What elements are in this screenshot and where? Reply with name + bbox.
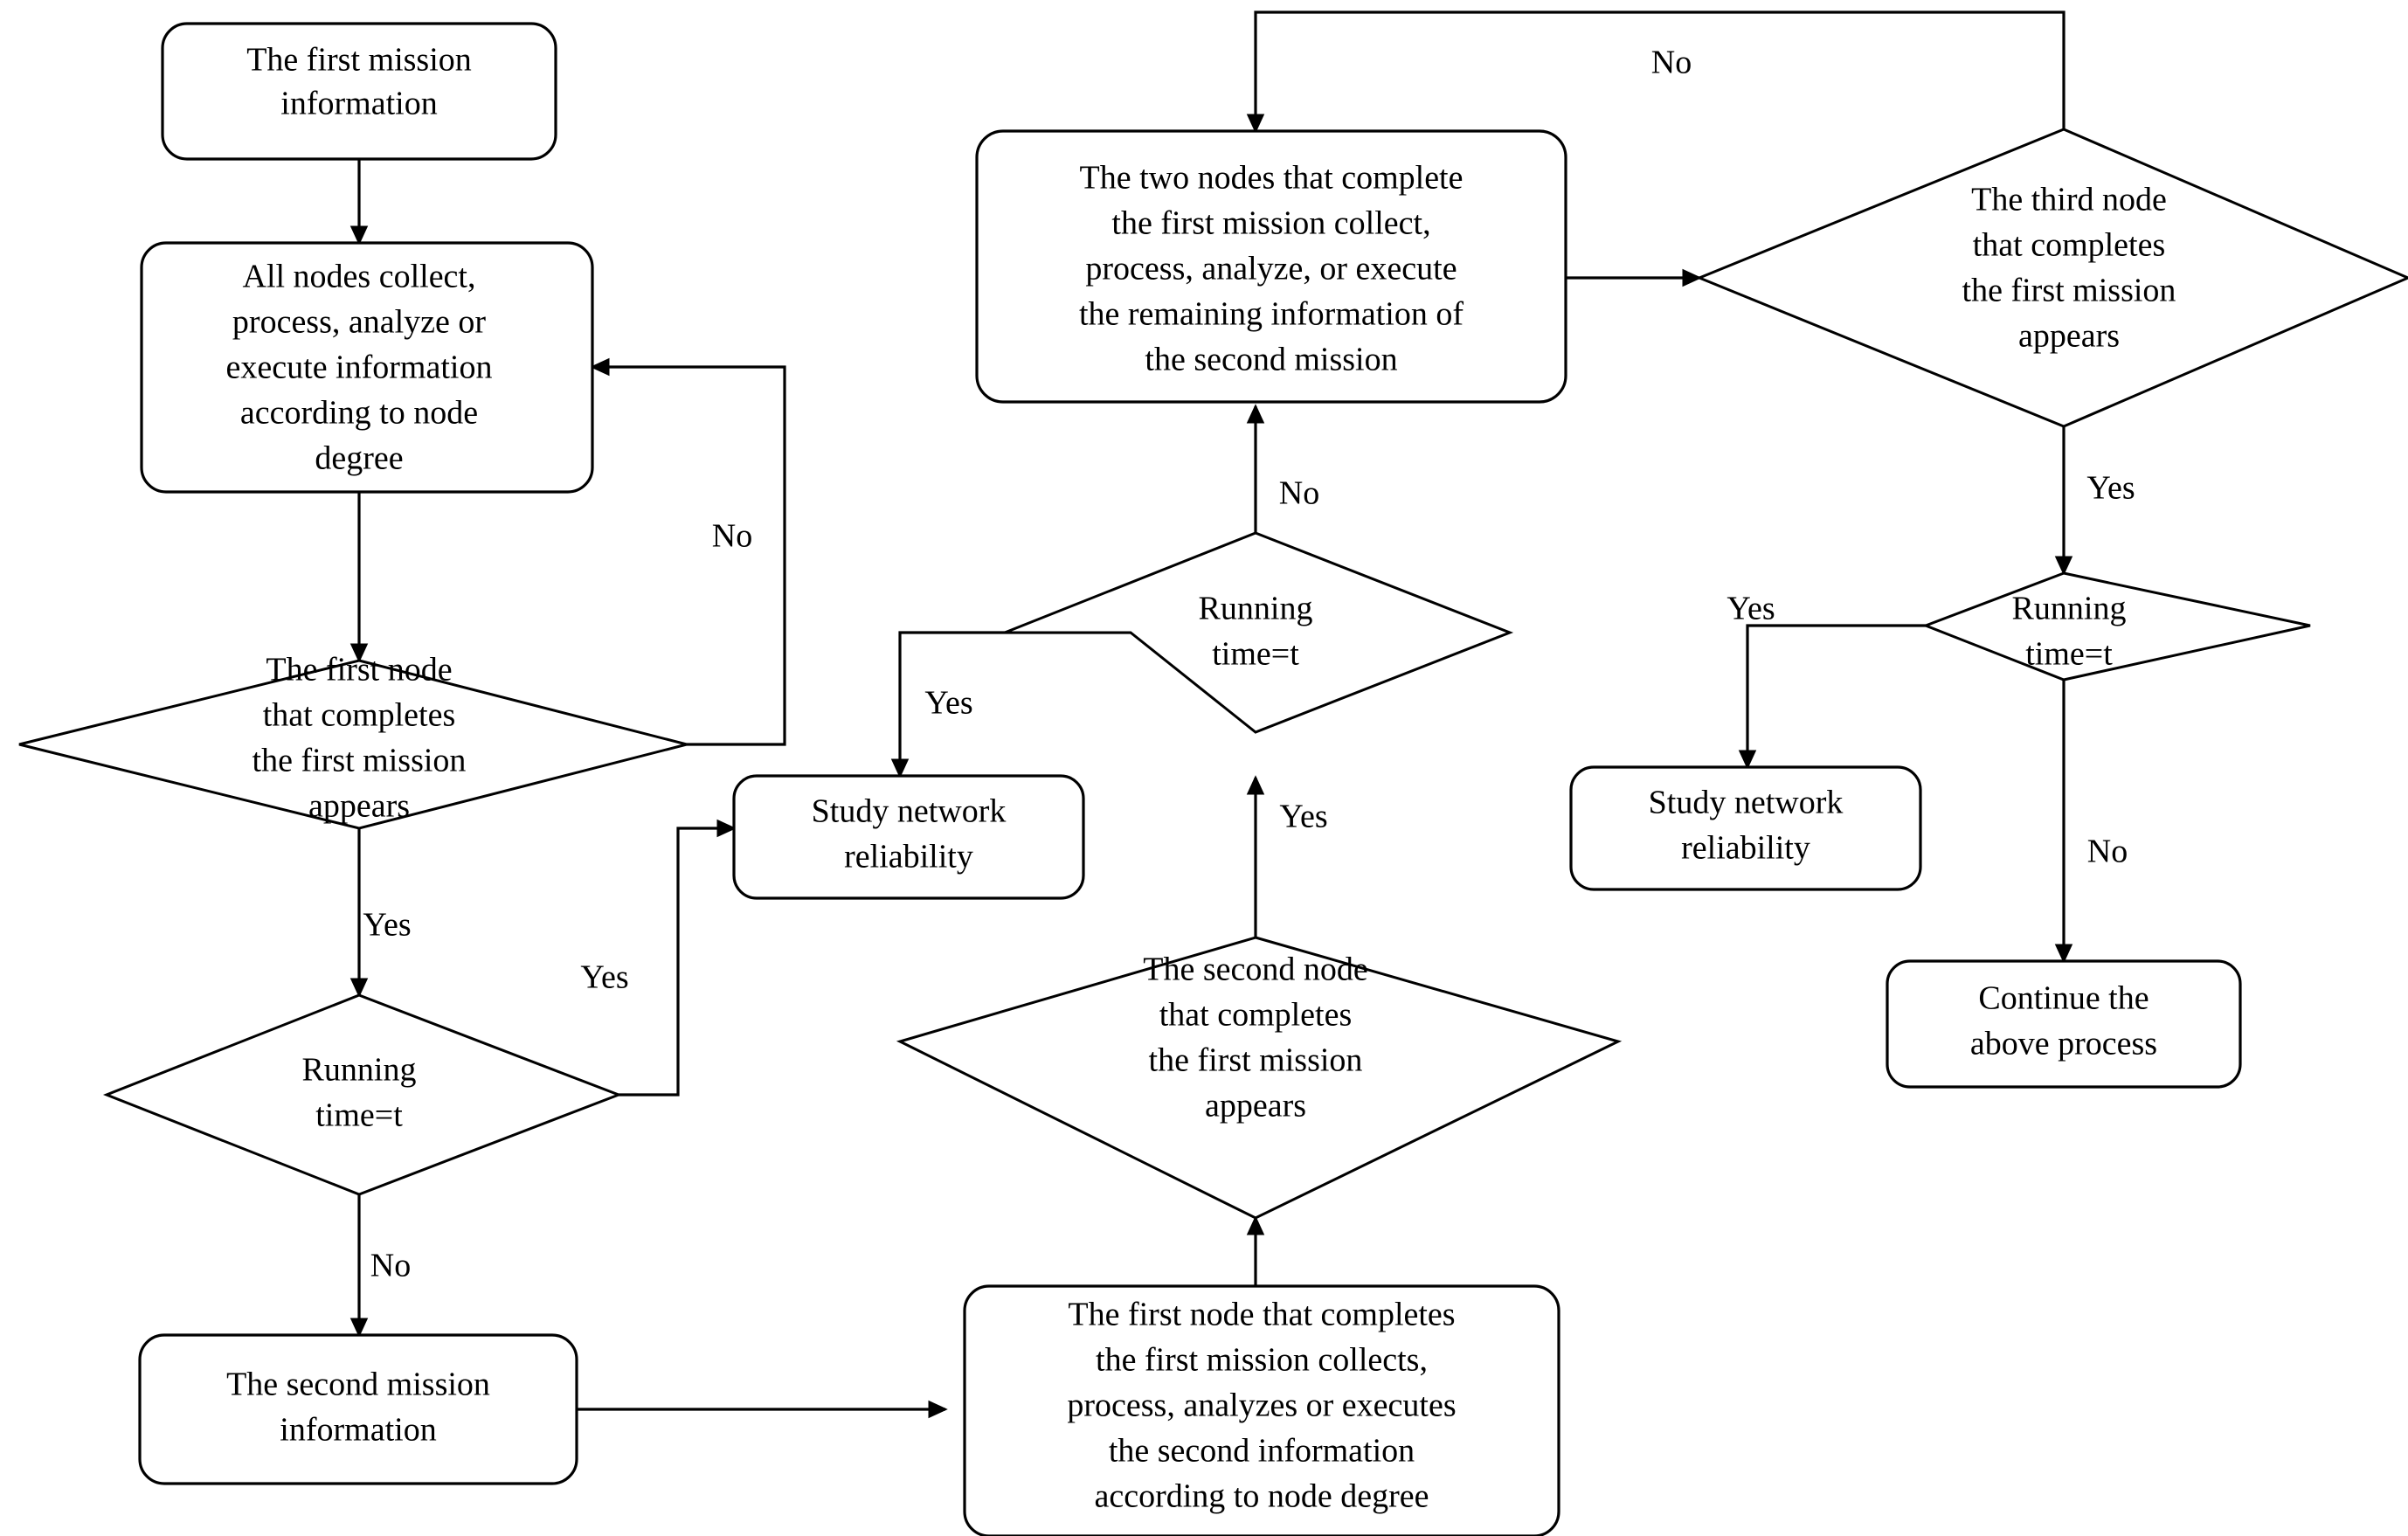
node-label-line: Continue the bbox=[1978, 980, 2149, 1017]
node-running-time-left[interactable]: Running time=t bbox=[102, 993, 623, 1196]
node-label-line: The two nodes that complete bbox=[1080, 160, 1463, 197]
edge-label-no-running-right: No bbox=[2087, 834, 2128, 870]
node-label-line: The third node bbox=[1971, 182, 2167, 218]
node-label-line: process, analyzes or executes bbox=[1067, 1387, 1456, 1424]
node-shape-rounded-rect bbox=[732, 774, 1085, 900]
node-shape-rounded-rect bbox=[1886, 959, 2242, 1089]
node-shape-diamond bbox=[1696, 128, 2408, 428]
edge-running-time-left-yes-to-study-reliability bbox=[619, 819, 737, 1097]
node-first-mission-information[interactable]: The first mission information bbox=[161, 22, 557, 161]
node-shape-diamond bbox=[102, 993, 623, 1196]
edge-label-yes-third-node: Yes bbox=[2086, 470, 2135, 507]
node-label-line: process, analyze, or execute bbox=[1085, 251, 1457, 287]
edge-label-no-third-node-loop: No bbox=[1651, 45, 1692, 81]
node-label-line: information bbox=[280, 1412, 436, 1449]
node-label-line: appears bbox=[1205, 1088, 1306, 1124]
node-label-line: the first mission collect, bbox=[1111, 205, 1430, 242]
edge-label-yes-running-middle: Yes bbox=[924, 685, 972, 722]
node-shape-rounded-rect bbox=[975, 129, 1567, 404]
node-shape-rounded-rect bbox=[138, 1333, 578, 1485]
node-label-line: appears bbox=[308, 788, 410, 825]
node-second-mission-information[interactable]: The second mission information bbox=[138, 1333, 578, 1485]
node-label-line: Study network bbox=[1649, 785, 1844, 821]
node-label-line: time=t bbox=[1212, 636, 1299, 673]
node-label-line: process, analyze or bbox=[232, 304, 486, 341]
node-label-line: Running bbox=[1199, 591, 1313, 627]
edge-label-no-running-middle: No bbox=[1279, 475, 1319, 512]
node-label-line: time=t bbox=[315, 1097, 403, 1134]
edge-label-yes-second-node: Yes bbox=[1279, 799, 1327, 835]
node-label-line: Running bbox=[2012, 591, 2127, 627]
node-label-line: the second information bbox=[1109, 1433, 1415, 1470]
edge-first-node-no-loop bbox=[590, 357, 786, 746]
node-study-network-reliability-right[interactable]: Study network reliability bbox=[1569, 765, 1922, 891]
node-shape-rounded-rect bbox=[963, 1284, 1560, 1536]
node-label-line: The second node bbox=[1143, 951, 1367, 988]
edge-third-node-no-loop bbox=[1246, 10, 2065, 134]
node-shape-diamond bbox=[18, 659, 688, 830]
node-label-line: time=t bbox=[2025, 636, 2113, 673]
node-label-line: Running bbox=[302, 1052, 417, 1089]
node-label-line: the remaining information of bbox=[1079, 296, 1463, 333]
node-continue-above-process[interactable]: Continue the above process bbox=[1886, 959, 2242, 1089]
edge-running-time-right-yes-to-study-reliability bbox=[1738, 624, 1926, 770]
edge-label-yes-running-left: Yes bbox=[580, 959, 628, 996]
node-label-line: execute information bbox=[226, 349, 493, 386]
node-all-nodes-collect[interactable]: All nodes collect, process, analyze or e… bbox=[140, 241, 594, 494]
node-label-line: the first mission bbox=[1149, 1042, 1363, 1079]
node-label-line: the second mission bbox=[1145, 342, 1397, 378]
node-first-node-second-information[interactable]: The first node that completes the first … bbox=[963, 1284, 1560, 1536]
node-first-node-completes-first-mission[interactable]: The first node that completes the first … bbox=[18, 652, 688, 830]
node-label-line: The second mission bbox=[226, 1366, 490, 1403]
node-study-network-reliability-left[interactable]: Study network reliability bbox=[732, 774, 1085, 900]
node-label-line: that completes bbox=[1973, 227, 2166, 264]
node-label-line: degree bbox=[315, 440, 403, 477]
node-label-line: appears bbox=[2018, 318, 2120, 355]
node-label-line: according to node degree bbox=[1095, 1478, 1429, 1515]
node-label-line: information bbox=[280, 86, 437, 122]
node-running-time-middle[interactable]: Running time=t bbox=[1004, 531, 1514, 734]
node-label-line: that completes bbox=[1159, 997, 1353, 1034]
node-shape-rounded-rect bbox=[1569, 765, 1922, 891]
node-running-time-right[interactable]: Running time=t bbox=[1921, 571, 2311, 682]
node-label-line: above process bbox=[1970, 1026, 2157, 1062]
node-label-line: the first mission bbox=[1962, 273, 2176, 309]
node-label-line: reliability bbox=[844, 839, 973, 875]
node-label-line: the first mission bbox=[253, 743, 467, 779]
node-second-node-completes-first-mission[interactable]: The second node that completes the first… bbox=[896, 936, 1623, 1220]
node-label-line: Study network bbox=[812, 793, 1007, 830]
edge-label-no-left-loop: No bbox=[712, 518, 752, 555]
edge-label-yes-running-right: Yes bbox=[1726, 591, 1775, 627]
node-shape-rounded-rect bbox=[140, 241, 594, 494]
node-label-line: All nodes collect, bbox=[243, 259, 476, 295]
node-shape-diamond bbox=[1004, 531, 1514, 734]
edge-label-no-running-left: No bbox=[370, 1248, 411, 1284]
node-label-line: The first mission bbox=[246, 42, 472, 79]
node-label-line: The first node bbox=[266, 652, 452, 688]
node-label-line: The first node that completes bbox=[1068, 1297, 1455, 1333]
node-shape-diamond bbox=[896, 936, 1623, 1220]
node-shape-diamond bbox=[1921, 571, 2311, 682]
node-third-node-completes-first-mission[interactable]: The third node that completes the first … bbox=[1696, 128, 2408, 428]
node-two-nodes-remaining-second-mission[interactable]: The two nodes that complete the first mi… bbox=[975, 129, 1567, 404]
node-shape-rounded-rect bbox=[161, 22, 557, 161]
node-label-line: according to node bbox=[240, 395, 478, 432]
node-label-line: reliability bbox=[1681, 830, 1810, 867]
edge-label-yes-first-node: Yes bbox=[363, 907, 411, 944]
node-label-line: the first mission collects, bbox=[1096, 1342, 1428, 1379]
node-label-line: that completes bbox=[263, 697, 456, 734]
